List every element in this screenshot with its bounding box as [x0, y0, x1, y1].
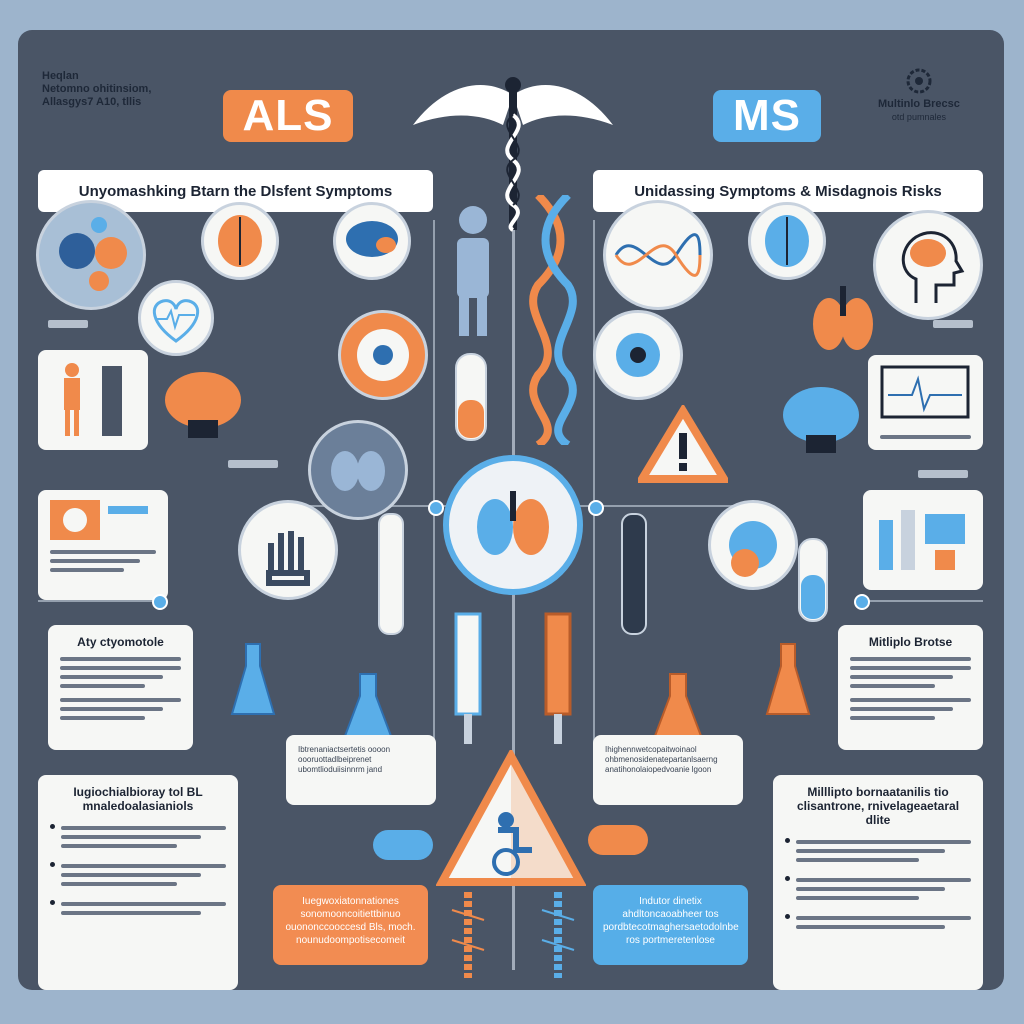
wheelchair-warning-icon	[436, 750, 586, 886]
small-label	[933, 320, 973, 328]
head-profile-circle	[873, 210, 983, 320]
ms-info-card-title: Mitliplo Brotse	[868, 635, 953, 649]
lab-equipment-icon	[879, 510, 965, 570]
header-note-left: Heqlan Netomno ohitinsiom, Allasgys7 A10…	[42, 70, 152, 108]
spine-icon	[541, 892, 575, 978]
small-label	[918, 470, 968, 478]
caduceus-icon	[413, 77, 613, 232]
list-item	[785, 835, 971, 867]
list-item	[50, 821, 226, 853]
cells-icon	[59, 217, 127, 291]
capsule-icon	[373, 830, 433, 860]
ms-diagnosis-card: Milllipto bornaatanilis tio clisantrone,…	[773, 775, 983, 990]
center-note-left: Ibtrenaniactsertetis oooon oooruottadlbe…	[286, 735, 436, 805]
ms-brain-circle	[748, 202, 826, 280]
human-figure-icon	[64, 363, 122, 436]
list-item	[785, 911, 971, 934]
logo-icon	[906, 68, 932, 94]
als-scan-card	[38, 490, 168, 600]
ms-highlight-box: Indutor dinetix ahdltoncaoabheer tos por…	[593, 885, 748, 965]
brain-side-icon	[346, 221, 398, 257]
flask-icon	[765, 643, 811, 715]
brain-3d-icon	[165, 372, 241, 438]
head-profile-icon	[901, 231, 965, 303]
connector-node	[428, 500, 444, 516]
als-highlight-box: Iuegwoxiatonnationes sonomooncoitiettbin…	[273, 885, 428, 965]
small-label	[48, 320, 88, 328]
test-tube-icon	[798, 538, 828, 622]
ecg-monitor-card	[868, 355, 983, 450]
syringe-icon	[454, 612, 482, 744]
lungs-icon	[813, 286, 873, 350]
test-tube-icon	[621, 513, 647, 635]
als-cells-circle	[36, 200, 146, 310]
human-silhouette-icon	[457, 206, 489, 336]
als-brain-side-circle	[333, 202, 411, 280]
brain-3d-icon	[783, 387, 859, 453]
connector-node	[588, 500, 604, 516]
connector-node	[854, 594, 870, 610]
ms-waves-circle	[603, 200, 713, 310]
neuron-icon	[357, 329, 409, 381]
ecg-monitor-icon	[880, 365, 970, 419]
header-logo-right: Multinlo Brecsc otd pumnales	[878, 68, 960, 124]
neuron-circle	[338, 310, 428, 400]
small-label	[228, 460, 278, 468]
right-h-connector	[858, 600, 983, 602]
dna-icon	[529, 195, 577, 445]
spine-icon	[451, 892, 485, 978]
hand-icon	[266, 531, 310, 586]
brain-icon	[218, 215, 262, 267]
lungs-icon	[477, 491, 549, 555]
list-item	[50, 859, 226, 891]
test-tube-icon	[455, 353, 487, 441]
heart-icon	[152, 299, 200, 343]
test-tube-icon	[378, 513, 404, 635]
brain-icon	[765, 215, 809, 267]
center-lungs-circle	[443, 455, 583, 595]
als-info-card-title: Aty ctyomotole	[77, 635, 164, 649]
syringe-icon	[544, 612, 572, 744]
ms-lesion-circle	[708, 500, 798, 590]
scan-thumbnail-icon	[50, 500, 148, 540]
hand-circle	[238, 500, 338, 600]
lesion-icon	[729, 521, 777, 577]
ms-info-card: Mitliplo Brotse	[838, 625, 983, 750]
list-item	[50, 897, 226, 920]
als-brain-circle	[201, 202, 279, 280]
body-figure-card	[38, 350, 148, 450]
list-item	[785, 873, 971, 905]
ms-diagnosis-card-title: Milllipto bornaatanilis tio clisantrone,…	[796, 785, 960, 827]
als-badge: ALS	[223, 90, 353, 142]
infographic-board: Heqlan Netomno ohitinsiom, Allasgys7 A10…	[18, 30, 1004, 990]
als-info-card: Aty ctyomotole	[48, 625, 193, 750]
neuron-icon	[616, 333, 660, 377]
heart-circle	[138, 280, 214, 356]
lungs-icon	[331, 451, 385, 491]
warning-icon	[638, 405, 728, 483]
connector-node	[152, 594, 168, 610]
left-h-connector	[38, 600, 158, 602]
ms-badge: MS	[713, 90, 821, 142]
als-diagnosis-card-title: Iugiochialbioray tol BL mnaledoalasianio…	[73, 785, 203, 813]
nerve-signal-icon	[614, 233, 702, 277]
capsule-icon	[588, 825, 648, 855]
flask-icon	[230, 643, 276, 715]
ms-neuron-circle	[593, 310, 683, 400]
ms-lab-card	[863, 490, 983, 590]
als-diagnosis-card: Iugiochialbioray tol BL mnaledoalasianio…	[38, 775, 238, 990]
lungs-scan-circle	[308, 420, 408, 520]
center-note-right: Ihighennwetcopaitwoinaol ohbmenosidenate…	[593, 735, 743, 805]
